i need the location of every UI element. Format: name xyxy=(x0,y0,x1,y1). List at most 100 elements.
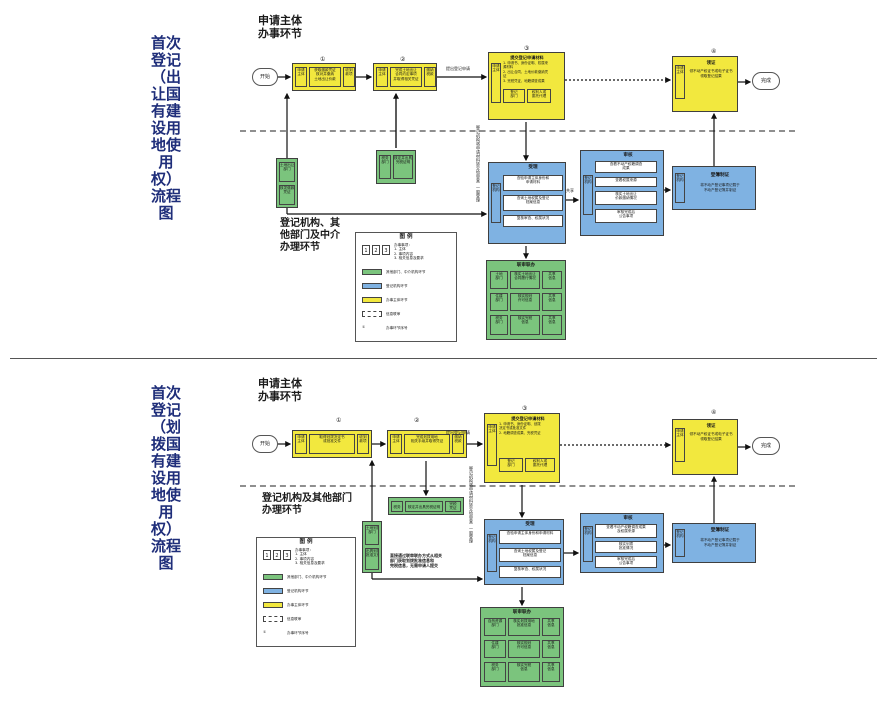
tax-dept-box: 税务 部门 核定并出具 完税证明 xyxy=(376,150,416,184)
collect-text: 领不动产权证书或电子证书 领取登记结果 xyxy=(689,432,733,441)
pay-tax-cell: 缴纳 税款 xyxy=(424,67,436,87)
pay-land-price-cell: 获取缴款凭证 核对并缴纳 土地出让价款 xyxy=(309,67,341,87)
legend-notes: 办事事项： 1. 主体 2. 事项内容 3. 相关信息及要求 xyxy=(394,243,424,261)
registration-agency-cell: 登记 机构 xyxy=(491,183,501,223)
cert-text: 将不动产登记事项记载于 不动产登记簿并制证 xyxy=(700,183,740,192)
dept-cell: 税务 部门 xyxy=(379,155,391,179)
accept-item: 复核审查、权属状况 xyxy=(499,566,561,578)
receive-payment-cell: 收到 款项 xyxy=(357,434,369,454)
registration-agency-cell: 登记 机构 xyxy=(675,529,685,557)
review-title: 审核 xyxy=(623,153,633,158)
tax-voucher-cell: 完税 凭证 xyxy=(445,501,461,512)
pay-tax-cell: 缴纳 税款 xyxy=(452,434,464,454)
legend-notes: 办事事项： 1. 主体 2. 事项内容 3. 相关信息及要求 xyxy=(295,548,325,566)
legend-1: 图 例 1 2 3 办事事项： 1. 主体 2. 事项内容 3. 相关信息及要求… xyxy=(355,232,457,342)
legend-swatch xyxy=(362,269,382,275)
legend-label: 办事环节序号 xyxy=(386,326,408,330)
review-item: 核实土地出让 价款缴纳情况 xyxy=(595,191,657,205)
share-cell: 共享 信息 xyxy=(542,662,560,682)
zone-divider xyxy=(240,130,795,132)
one-window-note: （登记机构将申请材料转交给审查）一窗受理 xyxy=(469,463,474,543)
tax-certificate-cell: 核定并出具完税证明 xyxy=(405,501,443,512)
step-number: ④ xyxy=(711,409,717,416)
legend-label: 办事主体环节 xyxy=(287,603,309,607)
dept-cell: 自然资源 部门 xyxy=(484,618,506,636)
fulfil-contract-cell: 完成土地出让 合同约定事项 并取得相关凭证 xyxy=(390,67,422,87)
verify-item: 核实完税 信息 xyxy=(508,662,540,682)
review-item: 审核完成后 公告事项 xyxy=(595,209,657,223)
land-transfer-dept-box: 土地出让 部门 核发缴款 凭证 xyxy=(276,158,298,208)
collect-title: 领证 xyxy=(706,61,716,66)
flowchart-panel-2: 申请主体 办事环节 登记机构及其他部门 办理环节 开始 完成 ① ② ③ ④ 申… xyxy=(240,375,795,705)
legend-swatch xyxy=(362,283,382,289)
review-item: 查看不动产权籍调查成果 及权属来源 xyxy=(595,524,657,538)
share-cell: 共享 信息 xyxy=(542,315,562,335)
edge-label: 共享 xyxy=(566,188,574,193)
accept-title: 受理 xyxy=(525,522,535,527)
receive-payment-cell: 收到 款项 xyxy=(343,67,355,87)
section-divider xyxy=(10,358,877,359)
tax-dept-box: 税务 核定并出具完税证明 完税 凭证 xyxy=(388,497,464,515)
dept-cell: 税务 部门 xyxy=(484,662,506,682)
registration-dept-cell: 登记 部门 xyxy=(503,89,525,103)
legend-swatch xyxy=(263,588,283,594)
dept-cell: 住建 部门 xyxy=(484,640,506,658)
dept-cell: 住建 部门 xyxy=(490,293,508,311)
applicant-cell: 申请 主体 xyxy=(675,65,685,99)
step-number: ② xyxy=(400,56,406,63)
register-certify-box: 登记 机构 登簿制证 将不动产登记事项记载于 不动产登记簿并制证 xyxy=(672,166,756,210)
applicant-zone-label: 申请主体 办事环节 xyxy=(258,377,302,403)
submit-application-label: 提出登记申请 xyxy=(446,66,470,71)
verify-item: 核实完税 信息 xyxy=(510,315,540,335)
collect-text: 领不动产权证书或电子证书 领取登记结果 xyxy=(689,69,733,78)
accept-item: 复核审查、权属状况 xyxy=(503,215,563,227)
legend-label: 登记机构环节 xyxy=(287,589,309,593)
step-number: ① xyxy=(320,56,326,63)
agency-zone-label: 登记机构及其他部门 办理环节 xyxy=(262,493,352,516)
applicant-cell: 申请 主体 xyxy=(390,434,402,454)
legend-title: 图 例 xyxy=(399,234,413,240)
review-item: 审核完成后 公告事项 xyxy=(595,556,657,568)
submit-application-label: 提出登记申请 xyxy=(446,430,470,435)
diagram-title-1: 首次登记（出让国有建设用地使用权）流程图 xyxy=(150,34,181,222)
legend-2: 图 例 1 2 3 办事事项： 1. 主体 2. 事项内容 3. 相关信息及要求… xyxy=(256,537,356,647)
verify-item: 核实土地出让 合同履行情况 xyxy=(510,271,540,289)
end-node: 完成 xyxy=(752,72,780,90)
accept-item: 查询土地权属及登记 档案信息 xyxy=(503,195,563,211)
diagram-title-2: 首次登记（划拨国有建设用地使用权）流程图 xyxy=(150,384,181,572)
end-node: 完成 xyxy=(752,437,780,455)
applicant-cell: 申请 主体 xyxy=(376,67,388,87)
one-window-note: （登记机构将申请材料转交给审查）一窗受理 xyxy=(476,122,481,202)
bottom-note: 直接通过联审联办方式从相关 部门获取划拨批准信息和 完税信息，无需申请人提交 xyxy=(390,553,442,568)
cert-title: 登簿制证 xyxy=(710,173,730,178)
applicant-cell: 申请 主体 xyxy=(295,434,307,454)
legend-swatch xyxy=(362,311,382,317)
dept-cell: 税务 xyxy=(391,501,403,512)
review-box: 登记 机构 审核 查看不动产权籍调查 成果 查看权属来源 核实土地出让 价款缴纳… xyxy=(580,150,664,236)
submit-materials-text: 1. 申请书、身份证明、划拨 决定书或批准文件 2. 地籍调查成果、完税凭证 xyxy=(499,422,541,435)
agent-cell: 权利人或 委托代理 xyxy=(525,458,555,472)
flowchart-panel-1: 申请主体 办事环节 登记机构、其 他部门及中介 办理环节 开始 完成 ① ② ③… xyxy=(240,10,795,350)
legend-symbol: ① xyxy=(362,325,366,329)
registration-agency-cell: 登记 机构 xyxy=(583,175,593,215)
legend-number: 3 xyxy=(283,550,291,560)
accept-box: 登记 机构 受理 查验申请主体身份和 申请材料 查询土地权属及登记 档案信息 复… xyxy=(488,162,566,244)
legend-label: 办事环节序号 xyxy=(287,631,309,635)
legend-label: 其他部门、中介机构环节 xyxy=(386,270,426,274)
issue-voucher-cell: 核发缴款 凭证 xyxy=(279,185,295,205)
agent-cell: 权利人或 委托代理 xyxy=(527,89,551,103)
step-number: ④ xyxy=(711,48,717,55)
step1-box: 申请 主体 取得划拨决定书 或批准文件 收到 款项 xyxy=(292,430,372,458)
cert-title: 登簿制证 xyxy=(710,528,730,533)
joint-review-title: 联审联办 xyxy=(512,610,532,615)
legend-swatch xyxy=(362,297,382,303)
collect-title: 领证 xyxy=(706,424,716,429)
verify-item: 核实划拨用地 批准信息 xyxy=(508,618,540,636)
applicant-cell: 申请 主体 xyxy=(487,424,497,466)
step-number: ③ xyxy=(522,405,528,412)
registration-agency-cell: 登记 机构 xyxy=(487,534,497,572)
joint-review-box: 联审联办 自然资源 部门 核实划拨用地 批准信息 共享 信息 住建 部门 核实规… xyxy=(480,607,564,687)
dept-cell: 土地出让 部门 xyxy=(279,162,295,182)
applicant-zone-label: 申请主体 办事环节 xyxy=(258,14,302,40)
legend-number: 2 xyxy=(273,550,281,560)
